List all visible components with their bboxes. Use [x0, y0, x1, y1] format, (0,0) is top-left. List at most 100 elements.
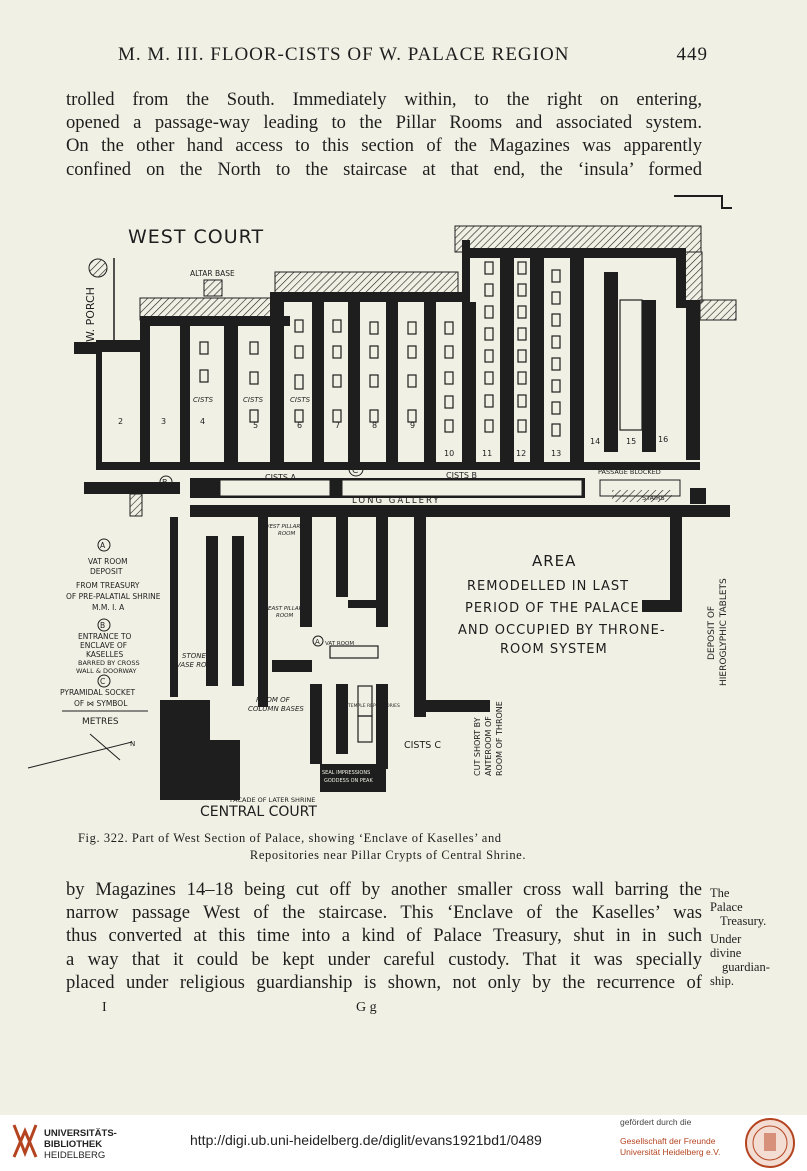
magazine-number: 14 — [590, 437, 600, 446]
area-line: PERIOD OF THE PALACE — [465, 601, 640, 616]
caption-line: Fig. 322. Part of West Section of Palace… — [78, 831, 502, 845]
text-line: placed under religious guardianship is s… — [66, 971, 702, 993]
signature-mark-left: I — [102, 1000, 107, 1015]
caption-line: Repositories near Pillar Crypts of Centr… — [249, 848, 527, 862]
marker-c: C — [352, 466, 358, 476]
sponsor-org: Gesellschaft der Freunde — [620, 1136, 716, 1146]
magazine-number: 7 — [335, 421, 340, 430]
sponsor-org: Universität Heidelberg e.V. — [620, 1147, 721, 1157]
text-line: confined on the North to the staircase a… — [66, 158, 702, 180]
legend-a-line: M.M. I. A — [92, 603, 125, 612]
university-seal-icon — [745, 1118, 795, 1168]
library-logo-icon — [12, 1124, 38, 1158]
west-pillar-line: WEST PILLAR — [264, 524, 300, 530]
legend-a-line: VAT ROOM — [88, 557, 128, 566]
magazine-number: 16 — [658, 435, 668, 444]
library-line: UNIVERSITÄTS- — [44, 1128, 117, 1139]
east-pillar-line: ROOM — [276, 613, 293, 619]
legend-b-line: ENTRANCE TO — [78, 632, 132, 641]
plan-legend: A VAT ROOM DEPOSIT FROM TREASURY OF PRE-… — [27, 538, 161, 769]
magazine-number: 6 — [297, 421, 302, 430]
metres-label: METRES — [82, 717, 119, 727]
area-line: AREA — [532, 552, 576, 570]
text-line: thus converted at this time into a kind … — [66, 925, 702, 947]
cut-short-label: CUT SHORT BY ANTEROOM OF ROOM OF THRONE — [473, 701, 504, 776]
legend-b-line: KASELLES — [86, 650, 124, 659]
cists-small-labels: CISTS CISTS CISTS — [193, 396, 311, 404]
text-line: narrow passage West of the staircase. Th… — [66, 902, 702, 924]
passage-blocked-label: PASSAGE BLOCKED — [598, 468, 661, 476]
legend-b-symbol: B — [100, 621, 105, 630]
cists-small: CISTS — [290, 396, 311, 404]
stone-vase-line: STONE — [182, 652, 206, 660]
deposit-line: DEPOSIT OF — [707, 606, 717, 660]
text-line: On the other hand access to this section… — [66, 135, 702, 157]
cut-short-line: ANTEROOM OF — [484, 716, 493, 776]
altar-base-label: ALTAR BASE — [190, 269, 235, 278]
column-bases-line: ROOM OF — [256, 696, 291, 704]
margin-line: guardian- — [722, 960, 770, 974]
legend-c-line: OF ⋈ SYMBOL — [74, 699, 128, 708]
text-line: a way that it could be kept under carefu… — [66, 948, 702, 970]
magazine-number: 13 — [551, 449, 561, 458]
margin-line: ship. — [710, 974, 734, 988]
book-page: M. M. III. FLOOR-CISTS OF W. PALACE REGI… — [27, 44, 802, 1015]
west-pillar-line: ROOM — [278, 531, 295, 537]
vat-room-label: VAT ROOM — [325, 641, 354, 647]
page-number: 449 — [676, 44, 708, 65]
magazine-number: 12 — [516, 449, 526, 458]
text-line: trolled from the South. Immediately with… — [66, 89, 702, 110]
legend-b-line: BARRED BY CROSS — [78, 659, 140, 667]
column-bases-line: COLUMN BASES — [248, 705, 304, 713]
margin-line: The — [710, 886, 730, 900]
margin-line: divine — [710, 946, 742, 960]
margin-note: The Palace Treasury. Under divine guardi… — [710, 886, 802, 988]
header-title: M. M. III. FLOOR-CISTS OF W. PALACE REGI… — [118, 44, 570, 65]
cists-a-label: CISTS A — [265, 473, 297, 482]
palace-plan-figure: WEST COURT ALTAR BASE W. PORCH CISTS A C… — [27, 195, 737, 820]
deposit-tablets-label: DEPOSIT OF HIEROGLYPHIC TABLETS — [707, 578, 729, 686]
area-line: REMODELLED IN LAST — [467, 579, 629, 594]
legend-a-line: OF PRE-PALATIAL SHRINE — [66, 592, 161, 601]
magazine-number: 9 — [410, 421, 415, 430]
margin-line: Under — [710, 932, 742, 946]
area-line: ROOM SYSTEM — [500, 642, 608, 657]
cists-small: CISTS — [243, 396, 264, 404]
magazine-number: 15 — [626, 437, 636, 446]
long-gallery-label: LONG GALLERY — [352, 496, 441, 506]
library-line: BIBLIOTHEK — [44, 1139, 103, 1150]
cists-c-label: CISTS C — [404, 740, 441, 751]
circled-markers: C B A — [159, 461, 364, 647]
magazine-number: 3 — [161, 417, 166, 426]
legend-a-line: DEPOSIT — [90, 567, 123, 576]
margin-line: Treasury. — [720, 914, 767, 928]
marker-a: A — [315, 638, 320, 646]
w-porch-label: W. PORCH — [84, 287, 97, 342]
magazine-number: 5 — [253, 421, 258, 430]
permalink-url[interactable]: http://digi.ub.uni-heidelberg.de/diglit/… — [190, 1132, 542, 1148]
cists-small: CISTS — [193, 396, 214, 404]
sponsor-block: gefördert durch die Gesellschaft der Fre… — [620, 1117, 730, 1158]
sponsor-label: gefördert durch die — [620, 1117, 692, 1127]
magazine-numbers: 2 3 4 5 6 7 8 9 10 11 12 13 14 15 16 — [118, 417, 668, 458]
legend-a-line: FROM TREASURY — [76, 581, 140, 590]
figure-caption: Fig. 322. Part of West Section of Palace… — [78, 830, 718, 864]
magazine-number: 4 — [200, 417, 205, 426]
legend-c-line: PYRAMIDAL SOCKET — [60, 688, 136, 697]
cut-short-line: CUT SHORT BY — [473, 717, 482, 776]
magazine-number: 2 — [118, 417, 123, 426]
stairs-label: STAIRS — [642, 494, 665, 502]
legend-c-symbol: C — [100, 677, 105, 686]
margin-line: Palace — [710, 900, 743, 914]
remodelled-area-label: AREA REMODELLED IN LAST PERIOD OF THE PA… — [458, 552, 665, 657]
room-labels: WEST PILLAR ROOM EAST PILLAR ROOM VAT RO… — [176, 524, 400, 784]
legend-b-line: WALL & DOORWAY — [76, 667, 136, 675]
magazine-number: 11 — [482, 449, 492, 458]
north-arrow-label: N — [130, 740, 135, 748]
seal-line: GODDESS ON PEAK — [324, 778, 373, 784]
seal-line: SEAL IMPRESSIONS — [322, 770, 370, 776]
digitization-footer: UNIVERSITÄTS- BIBLIOTHEK HEIDELBERG http… — [0, 1115, 807, 1171]
deposit-line: HIEROGLYPHIC TABLETS — [719, 578, 729, 686]
magazine-number: 8 — [372, 421, 377, 430]
stone-vase-line: VASE ROOM — [176, 661, 218, 669]
